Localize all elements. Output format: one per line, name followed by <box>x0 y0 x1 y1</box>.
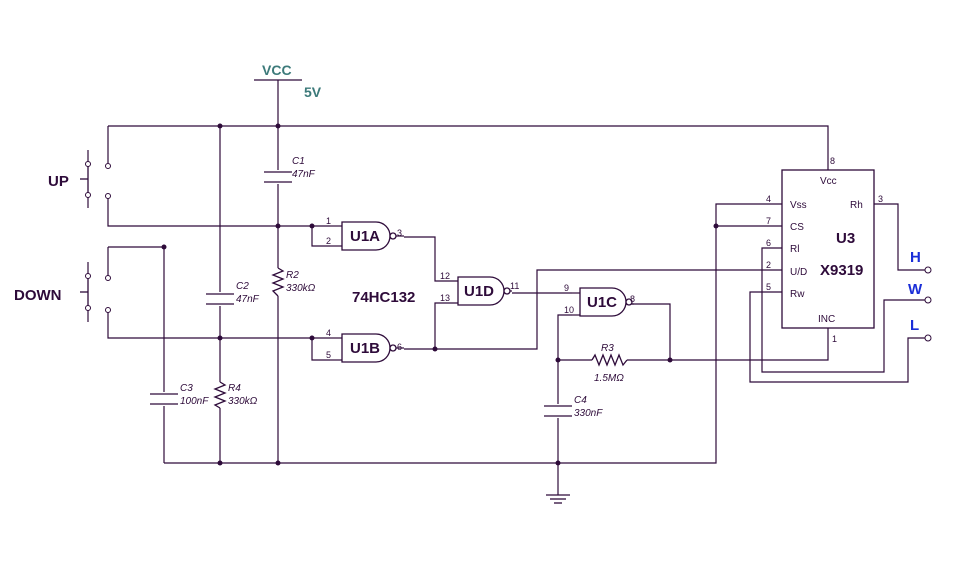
r2-ref: R2 <box>286 270 299 281</box>
c1-value: 47nF <box>292 169 316 180</box>
junction-dot <box>555 460 561 466</box>
u3-pin-vss-name: Vss <box>790 200 807 211</box>
junction-dot <box>309 223 315 229</box>
u1b-pin6: 6 <box>397 342 402 352</box>
junction-dot <box>555 357 561 363</box>
u3-pin-rw-name: Rw <box>790 289 805 300</box>
u1b-label: U1B <box>350 340 380 357</box>
c3-value: 100nF <box>180 396 209 407</box>
junction-dot <box>667 357 673 363</box>
junction-dot <box>217 460 223 466</box>
r3-value: 1.5MΩ <box>594 373 624 384</box>
switch-down-label: DOWN <box>14 287 62 304</box>
junction-dot <box>217 123 223 129</box>
gate-u1c: U1C 9 10 8 <box>564 283 635 317</box>
capacitor-c1: C1 47nF <box>264 156 316 183</box>
u1d-label: U1D <box>464 283 494 300</box>
u3-pin-cs-name: CS <box>790 222 804 233</box>
u1d-pin13: 13 <box>440 293 450 303</box>
resistor-r2: R2 330kΩ <box>271 267 316 297</box>
u3-pin-rh-num: 3 <box>878 194 883 204</box>
junction-dot <box>161 244 167 250</box>
u3-pin-rh-name: Rh <box>850 200 863 211</box>
u1a-label: U1A <box>350 228 380 245</box>
junction-dot <box>275 123 281 129</box>
u1a-pin3: 3 <box>397 228 402 238</box>
u3-pin-rl-name: Rl <box>790 244 799 255</box>
output-w-label: W <box>908 281 923 298</box>
vcc-label: VCC <box>262 62 292 78</box>
u3-pin-vss-num: 4 <box>766 194 771 204</box>
u1c-pin8: 8 <box>630 294 635 304</box>
output-w: W <box>908 281 932 304</box>
u1a-pin2: 2 <box>326 236 331 246</box>
u1c-pin10: 10 <box>564 305 574 315</box>
switch-up: UP <box>48 161 111 199</box>
junction-dot <box>217 335 223 341</box>
junction-dot <box>432 346 438 352</box>
gate-u1d: U1D 12 13 11 <box>440 271 519 306</box>
gate-part-number: 74HC132 <box>352 289 415 306</box>
ground-symbol <box>546 494 570 504</box>
output-l-label: L <box>910 317 919 334</box>
output-l: L <box>910 317 932 342</box>
c4-ref: C4 <box>574 395 587 406</box>
u3-pin-rl-num: 6 <box>766 238 771 248</box>
capacitor-c3: C3 100nF <box>150 383 209 407</box>
u1b-pin4: 4 <box>326 328 331 338</box>
r4-ref: R4 <box>228 383 241 394</box>
vcc-voltage: 5V <box>304 84 322 100</box>
u1c-pin9: 9 <box>564 283 569 293</box>
vcc-symbol: VCC 5V <box>254 62 322 100</box>
u3-ref: U3 <box>836 230 855 247</box>
gate-u1a: U1A 1 2 3 <box>326 216 404 251</box>
junction-dot <box>275 460 281 466</box>
u1b-pin5: 5 <box>326 350 331 360</box>
c3-ref: C3 <box>180 383 193 394</box>
u1d-pin12: 12 <box>440 271 450 281</box>
u3-pin-vcc-num: 8 <box>830 156 835 166</box>
u3-part: X9319 <box>820 262 863 279</box>
c2-ref: C2 <box>236 281 249 292</box>
resistor-r3: R3 1.5MΩ <box>591 343 628 384</box>
switch-down: DOWN <box>14 273 111 313</box>
junction-dot <box>309 335 315 341</box>
u1a-pin1: 1 <box>326 216 331 226</box>
output-h-label: H <box>910 249 921 266</box>
r3-ref: R3 <box>601 343 614 354</box>
c1-ref: C1 <box>292 156 305 167</box>
gate-u1b: U1B 4 5 6 <box>326 328 404 363</box>
capacitor-c4: C4 330nF <box>544 395 603 419</box>
u3-pin-cs-num: 7 <box>766 216 771 226</box>
u1d-pin11: 11 <box>510 281 519 291</box>
u3-pin-rw-num: 5 <box>766 282 771 292</box>
r4-value: 330kΩ <box>228 396 258 407</box>
u3-pin-inc-num: 1 <box>832 334 837 344</box>
switch-up-label: UP <box>48 173 69 190</box>
u3-pin-ud-num: 2 <box>766 260 771 270</box>
u3-pin-ud-name: U/D <box>790 267 807 278</box>
output-h: H <box>910 249 932 274</box>
u3-pin-inc-name: INC <box>818 314 835 325</box>
capacitor-c2: C2 47nF <box>206 281 260 305</box>
u1c-label: U1C <box>587 294 617 311</box>
resistor-r4: R4 330kΩ <box>213 381 258 409</box>
chip-u3: Vcc 8 Vss 4 CS 7 Rl 6 U/D 2 Rw 5 Rh 3 IN… <box>766 156 883 344</box>
c2-value: 47nF <box>236 294 260 305</box>
junction-dot <box>275 223 281 229</box>
junction-dot <box>713 223 719 229</box>
r2-value: 330kΩ <box>286 283 316 294</box>
u3-pin-vcc-name: Vcc <box>820 176 837 187</box>
c4-value: 330nF <box>574 408 603 419</box>
junction-dots <box>161 123 719 466</box>
